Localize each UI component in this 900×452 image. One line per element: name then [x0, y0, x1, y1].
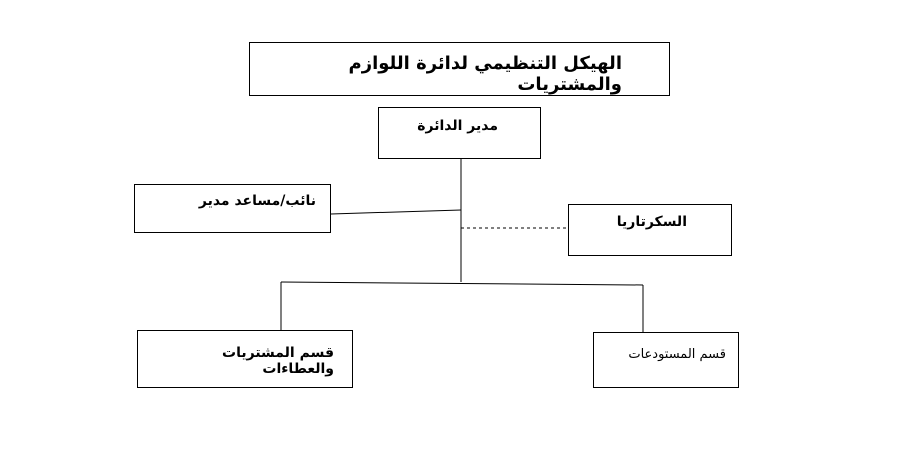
node-director: مدير الدائرة [378, 107, 541, 159]
node-warehouses-label: قسم المستودعات [628, 347, 726, 362]
node-procurement: قسم المشتريات والعطاءات [137, 330, 353, 388]
node-director-label: مدير الدائرة [417, 118, 498, 134]
node-secretary-label: السكرتاريا [616, 214, 687, 230]
diagram-title: الهيكل التنظيمي لدائرة اللوازم والمشتريا… [249, 42, 670, 96]
node-secretary: السكرتاريا [568, 204, 732, 256]
node-deputy: نائب/مساعد مدير [134, 184, 331, 233]
deputy-connector-line [330, 209, 462, 215]
branch-horizontal-line [280, 281, 644, 286]
node-deputy-label: نائب/مساعد مدير [198, 193, 316, 209]
diagram-title-text: الهيكل التنظيمي لدائرة اللوازم والمشتريا… [348, 53, 622, 95]
node-procurement-label: قسم المشتريات والعطاءات [222, 345, 334, 377]
node-warehouses: قسم المستودعات [593, 332, 739, 388]
